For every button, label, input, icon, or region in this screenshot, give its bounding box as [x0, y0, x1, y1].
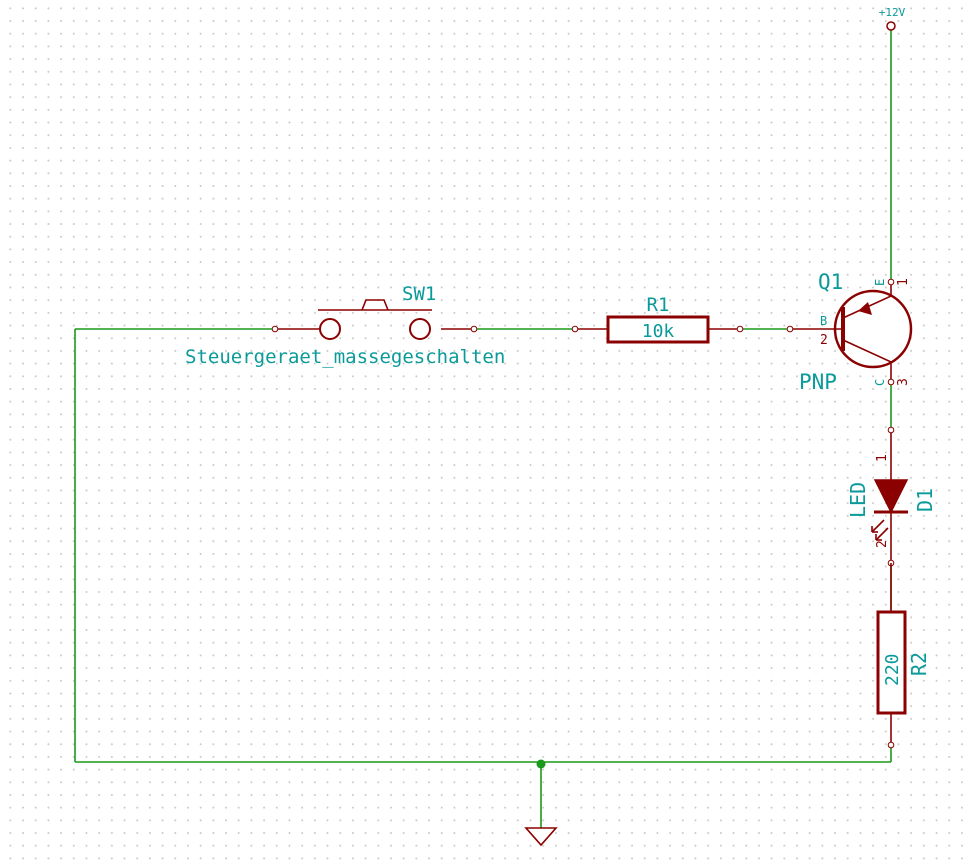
r1-pin-end-left — [571, 325, 579, 333]
q1-pin-end-emitter — [887, 278, 895, 286]
d1-light-rays-icon — [871, 519, 889, 541]
d1-pin-1-number: 1 — [875, 454, 890, 462]
sw1-button-icon — [361, 299, 389, 311]
q1-pin-b-name: B — [820, 314, 827, 328]
r1-body-icon — [606, 315, 710, 344]
ground-icon — [524, 827, 558, 847]
power-symbol-12v[interactable]: +12V — [879, 6, 906, 31]
sw1-pin-end-right — [470, 325, 478, 333]
q1-body-icon — [833, 289, 913, 369]
r2-value: 220 — [882, 653, 903, 686]
d1-pin-2-number: 2 — [875, 540, 890, 548]
power-terminal-icon — [886, 21, 896, 31]
q1-value: PNP — [799, 370, 837, 394]
power-label: +12V — [879, 6, 906, 19]
r1-pin-end-right — [736, 325, 744, 333]
r1-value: 10k — [642, 321, 675, 342]
switch-sw1[interactable]: SW1 Steuergeraet_massegeschalten — [185, 283, 505, 368]
q1-pin-end-collector — [887, 378, 895, 386]
d1-value: LED — [846, 482, 870, 518]
junction-dot — [536, 759, 546, 769]
q1-pin-b-number: 2 — [820, 333, 828, 348]
q1-pin-e-name: E — [873, 279, 887, 286]
q1-pin-end-base — [786, 325, 794, 333]
r2-pin-end-bottom — [887, 741, 895, 749]
resistor-r2[interactable]: 220 R2 — [876, 563, 931, 749]
q1-arrow-icon — [858, 302, 872, 315]
q1-collector-leg — [842, 339, 892, 363]
ground-symbol[interactable] — [524, 827, 558, 847]
sw1-value: Steuergeraet_massegeschalten — [185, 346, 505, 368]
r2-reference: R2 — [907, 652, 931, 676]
q1-reference: Q1 — [818, 270, 843, 294]
led-d1[interactable]: LED D1 1 2 — [846, 426, 937, 567]
wires — [74, 30, 892, 828]
q1-pin-c-number: 3 — [896, 378, 911, 386]
transistor-q1[interactable]: Q1 PNP B 2 E 1 C 3 — [786, 270, 913, 394]
sw1-contact-right-icon — [409, 318, 431, 340]
r1-reference: R1 — [647, 294, 670, 316]
q1-pin-c-name: C — [873, 379, 887, 386]
sw1-reference: SW1 — [402, 283, 436, 305]
q1-pin-e-number: 1 — [896, 278, 911, 286]
sw1-contact-left-icon — [319, 318, 341, 340]
d1-diode-triangle-icon — [873, 479, 909, 514]
d1-reference: D1 — [913, 488, 937, 512]
resistor-r1[interactable]: R1 10k — [571, 294, 744, 344]
r2-body-icon — [876, 610, 907, 715]
sw1-pin-end-left — [271, 325, 279, 333]
d1-pin-end-anode — [887, 426, 895, 434]
